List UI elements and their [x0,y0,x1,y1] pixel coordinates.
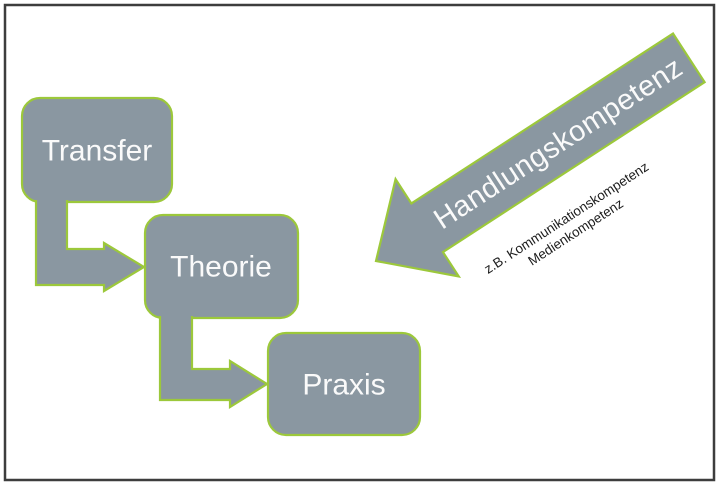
theorie-box [143,213,300,320]
theorie-box-label: Theorie [170,251,272,284]
praxis-box-label: Praxis [302,369,385,402]
transfer-box-label: Transfer [42,135,153,168]
praxis-box [266,331,422,437]
transfer-box [20,96,174,204]
big-arrow-icon [374,32,707,278]
